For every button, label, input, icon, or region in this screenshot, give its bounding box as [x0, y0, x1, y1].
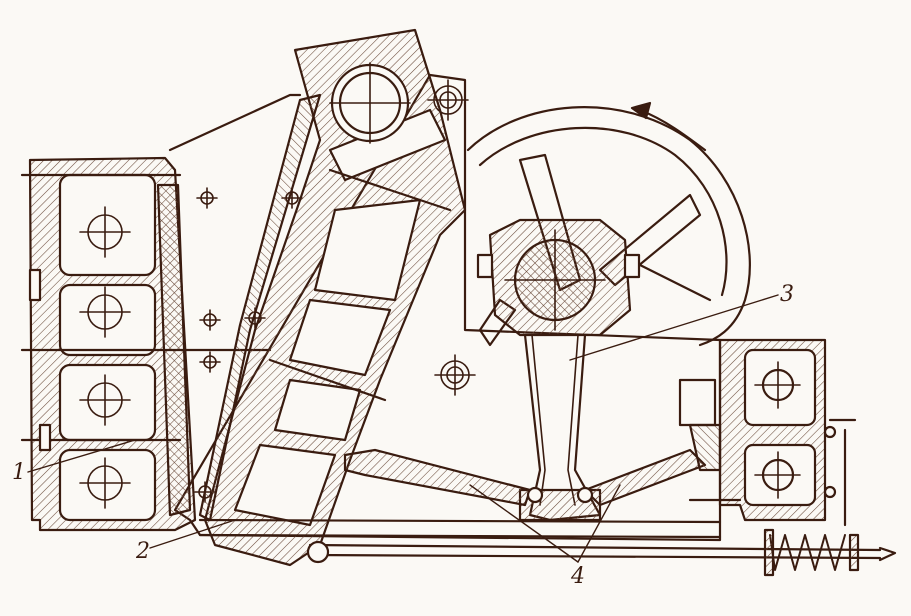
tension-rod	[306, 528, 897, 577]
rear-block	[678, 338, 857, 527]
callout-3: 3	[780, 282, 794, 307]
fixed-jaw-block	[20, 156, 272, 532]
leader-lines	[27, 294, 779, 563]
pivot-shaft	[329, 62, 411, 144]
callout-4: 4	[571, 564, 585, 589]
callout-1: 1	[12, 460, 26, 485]
pitman	[476, 218, 712, 522]
toggle-plates	[343, 448, 707, 507]
callout-2: 2	[136, 539, 150, 564]
swing-jaw	[198, 28, 467, 567]
fixed-block-bolts	[79, 206, 131, 509]
